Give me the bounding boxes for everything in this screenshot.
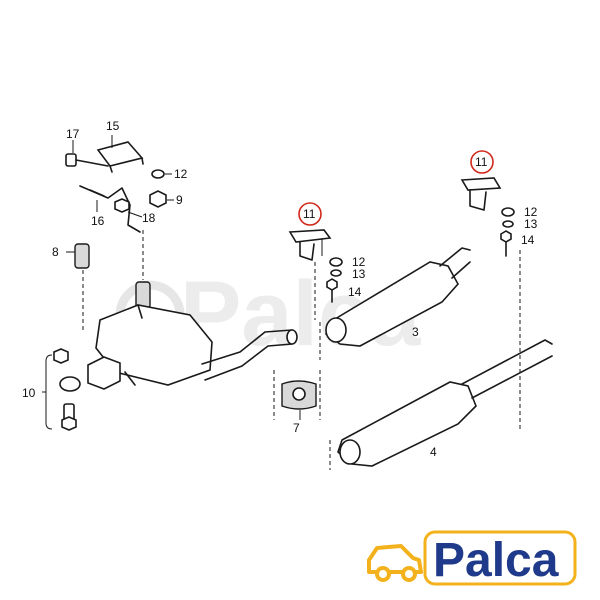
label-12: 12 [524,205,538,219]
label-16: 16 [91,214,105,228]
rubber-hanger-8 [66,230,151,330]
rear-silencer-3 [319,247,471,360]
label-7: 7 [293,421,300,435]
rear-silencer-4 [329,339,553,470]
label-13: 13 [524,217,538,231]
label-10: 10 [22,386,36,400]
label-4: 4 [430,445,437,459]
label-3: 3 [412,325,419,339]
logo-frame [423,530,577,586]
car-icon [367,544,423,582]
label-18: 18 [142,211,156,225]
highlight-circle [298,202,322,226]
clamp-10 [42,348,81,431]
label-12: 12 [352,255,366,269]
palca-logo: Palca [365,528,580,588]
label-11: 11 [303,207,316,221]
label-11: 11 [475,155,488,169]
logo-text: Palca [433,534,559,587]
label-12: 12 [174,167,188,181]
highlight-circle [470,150,494,174]
label-14: 14 [348,285,362,299]
label-13: 13 [352,267,366,281]
hanger-bracket-11-b [460,150,521,430]
hanger-bracket-11-a [288,202,343,320]
label-15: 15 [106,119,120,133]
label-8: 8 [52,245,59,259]
label-14: 14 [521,233,535,247]
label-17: 17 [66,127,80,141]
front-silencer [87,304,298,390]
label-9: 9 [176,193,183,207]
rubber-ring-7 [273,370,321,420]
bracket-assembly-left [65,135,174,233]
part-labels: 15 17 12 9 18 16 8 10 7 11 12 13 14 3 11… [22,119,538,459]
